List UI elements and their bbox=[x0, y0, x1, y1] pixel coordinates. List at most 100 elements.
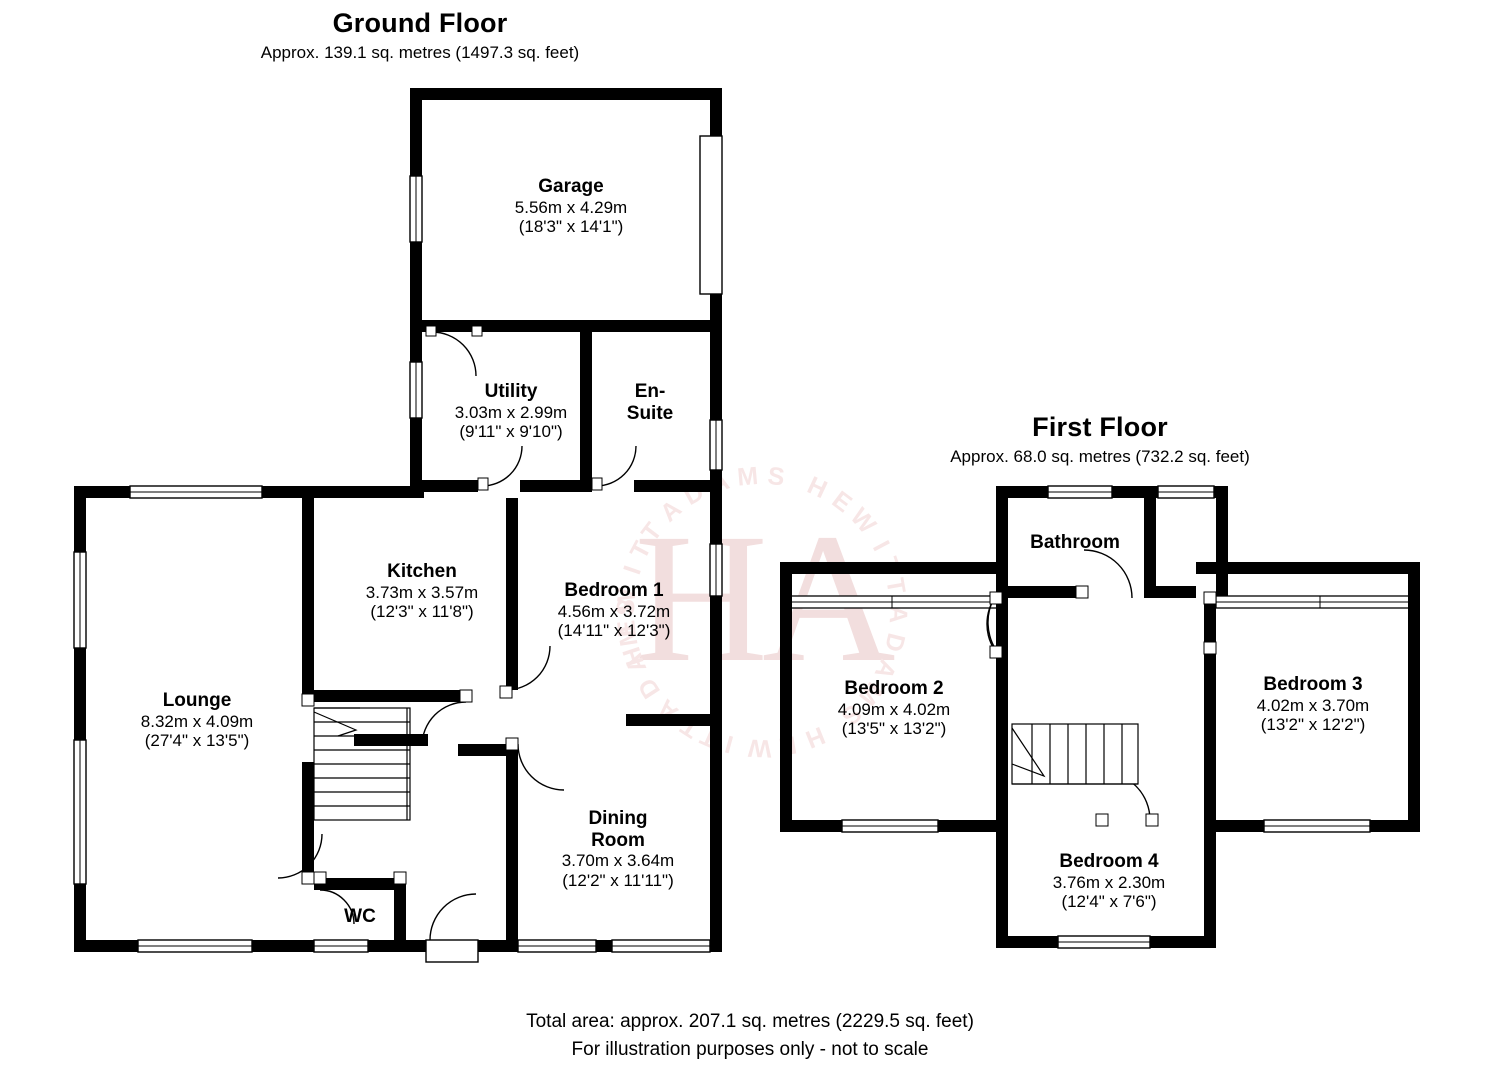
wall-garage-right-b bbox=[710, 294, 722, 326]
wall-bed4-bottom-b bbox=[1150, 936, 1216, 948]
wall-ff-bottom-c bbox=[1216, 820, 1264, 832]
room-name-utility: Utility bbox=[484, 381, 538, 402]
room-metric-bedroom4: 3.76m x 2.30m bbox=[1052, 872, 1166, 892]
ground-floor-header: Ground Floor Approx. 139.1 sq. metres (1… bbox=[240, 8, 600, 63]
wall-main-bottom-d bbox=[478, 940, 518, 952]
room-metric-bedroom3: 4.02m x 3.70m bbox=[1256, 695, 1370, 715]
wall-hall-dining-top bbox=[458, 744, 518, 756]
window-dining-bottom bbox=[517, 939, 597, 953]
window-landing-top bbox=[1157, 485, 1215, 499]
door-jamb-kitchen bbox=[459, 689, 473, 703]
window-bedroom1-right bbox=[709, 543, 723, 597]
wall-lounge-hall-upper bbox=[302, 486, 314, 696]
wall-kitchen-bottom bbox=[314, 690, 466, 702]
window-dining-bottom-b bbox=[611, 939, 711, 953]
window-lounge-top bbox=[129, 485, 263, 499]
svg-text:S: S bbox=[612, 593, 641, 616]
wall-ensuite-bottom bbox=[634, 480, 722, 492]
stairs-first bbox=[1011, 723, 1139, 785]
door-jamb-bedroom4-b bbox=[1095, 813, 1109, 827]
wall-ff-bottom-b bbox=[938, 820, 1008, 832]
room-name-bedroom1: Bedroom 1 bbox=[564, 580, 664, 601]
wall-ensuite-right-a bbox=[710, 332, 722, 420]
wall-main-top-b bbox=[262, 486, 314, 498]
room-label-utility: Utility 3.03m x 2.99m (9'11" x 9'10") bbox=[426, 381, 596, 441]
wall-ff-top-right bbox=[1196, 562, 1420, 574]
wall-bath-bottom-b bbox=[1144, 586, 1196, 598]
first-floor-title: First Floor bbox=[1032, 412, 1168, 442]
room-name-dining: Dining Room bbox=[588, 808, 648, 851]
room-name-bedroom2: Bedroom 2 bbox=[844, 678, 944, 699]
ground-floor-title: Ground Floor bbox=[332, 8, 508, 38]
wall-ff-top-left bbox=[780, 562, 996, 574]
door-jamb-bedroom1 bbox=[499, 685, 513, 699]
ground-floor-area: Approx. 139.1 sq. metres (1497.3 sq. fee… bbox=[260, 43, 580, 62]
room-name-kitchen: Kitchen bbox=[387, 561, 457, 582]
wall-utility-bottom-b bbox=[520, 480, 592, 492]
window-lounge-left-lower bbox=[73, 739, 87, 885]
wall-main-bottom-b bbox=[252, 940, 314, 952]
wall-main-bottom-a bbox=[74, 940, 138, 952]
door-jamb-lounge-b bbox=[301, 871, 315, 885]
window-wc-bottom bbox=[313, 939, 369, 953]
wall-stair-upper bbox=[354, 734, 428, 746]
svg-text:S: S bbox=[766, 462, 791, 492]
door-jamb-utility-hall bbox=[477, 477, 489, 491]
wall-wc-right bbox=[394, 878, 406, 940]
wall-ff-bottom-a bbox=[780, 820, 842, 832]
wall-hall-dining-vert bbox=[506, 744, 518, 940]
room-metric-bedroom1: 4.56m x 3.72m bbox=[557, 601, 671, 621]
room-name-lounge: Lounge bbox=[162, 690, 232, 711]
room-imperial-bedroom3: (13'2" x 12'2") bbox=[1260, 715, 1366, 735]
room-label-bedroom3: Bedroom 3 4.02m x 3.70m (13'2" x 12'2") bbox=[1222, 674, 1404, 734]
room-name-bedroom4: Bedroom 4 bbox=[1059, 851, 1159, 872]
wall-main-bottom-e bbox=[596, 940, 612, 952]
room-metric-bedroom2: 4.09m x 4.02m bbox=[837, 699, 951, 719]
door-jamb-dining bbox=[505, 737, 519, 751]
wall-main-bottom-c bbox=[368, 940, 426, 952]
ground-floor-plan bbox=[73, 88, 723, 963]
first-floor-header: First Floor Approx. 68.0 sq. metres (732… bbox=[930, 412, 1270, 467]
wall-bath-right bbox=[1144, 486, 1156, 598]
wall-bed4-right bbox=[1204, 820, 1216, 948]
room-imperial-garage: (18'3" x 14'1") bbox=[518, 217, 624, 237]
wall-utility-left-a bbox=[410, 320, 422, 362]
room-label-dining: Dining Room 3.70m x 3.64m (12'2" x 11'11… bbox=[528, 808, 708, 890]
window-bedroom3-top bbox=[1215, 595, 1413, 609]
window-utility-left bbox=[409, 361, 423, 419]
door-jamb-ensuite bbox=[591, 477, 603, 491]
door-utility-hall-swing bbox=[481, 445, 523, 487]
room-name-ensuite: En- Suite bbox=[626, 381, 674, 424]
door-jamb-bedroom2-b bbox=[989, 645, 1003, 659]
room-imperial-kitchen: (12'3" x 11'8") bbox=[370, 602, 474, 622]
door-utility-swing bbox=[431, 331, 477, 377]
wall-main-top-c bbox=[314, 486, 424, 498]
room-imperial-lounge: (27'4" x 13'5") bbox=[144, 731, 250, 751]
room-label-bedroom1: Bedroom 1 4.56m x 3.72m (14'11" x 12'3") bbox=[524, 580, 704, 640]
wall-bed2-landing-a bbox=[996, 596, 1008, 652]
door-ensuite-swing bbox=[595, 445, 637, 487]
door-bathroom-swing bbox=[1083, 549, 1133, 599]
room-name-garage: Garage bbox=[538, 176, 604, 197]
door-jamb-wc-b bbox=[393, 871, 407, 885]
svg-text:A: A bbox=[884, 605, 913, 629]
door-jamb-bedroom4-a bbox=[1145, 813, 1159, 827]
room-name-bathroom: Bathroom bbox=[1030, 532, 1120, 553]
room-imperial-bedroom2: (13'5" x 13'2") bbox=[841, 719, 947, 739]
wall-utility-left-b bbox=[410, 418, 422, 486]
wall-garage-top bbox=[410, 88, 722, 100]
door-jamb-lounge-a bbox=[301, 693, 315, 707]
wall-lounge-left-c bbox=[74, 884, 86, 952]
wall-garage-bottom bbox=[410, 320, 722, 332]
room-label-lounge: Lounge 8.32m x 4.09m (27'4" x 13'5") bbox=[103, 690, 291, 750]
room-label-bedroom4: Bedroom 4 3.76m x 2.30m (12'4" x 7'6") bbox=[1018, 851, 1200, 911]
wall-ff-right bbox=[1408, 562, 1420, 832]
room-label-kitchen: Kitchen 3.73m x 3.57m (12'3" x 11'8") bbox=[332, 561, 512, 621]
door-lounge-swing bbox=[277, 833, 323, 879]
svg-text:W: W bbox=[742, 733, 772, 762]
window-bathroom-top bbox=[1047, 485, 1113, 499]
footer: Total area: approx. 207.1 sq. metres (22… bbox=[0, 1008, 1500, 1063]
door-dining-swing bbox=[517, 743, 565, 791]
wall-lounge-left-a bbox=[74, 486, 86, 552]
